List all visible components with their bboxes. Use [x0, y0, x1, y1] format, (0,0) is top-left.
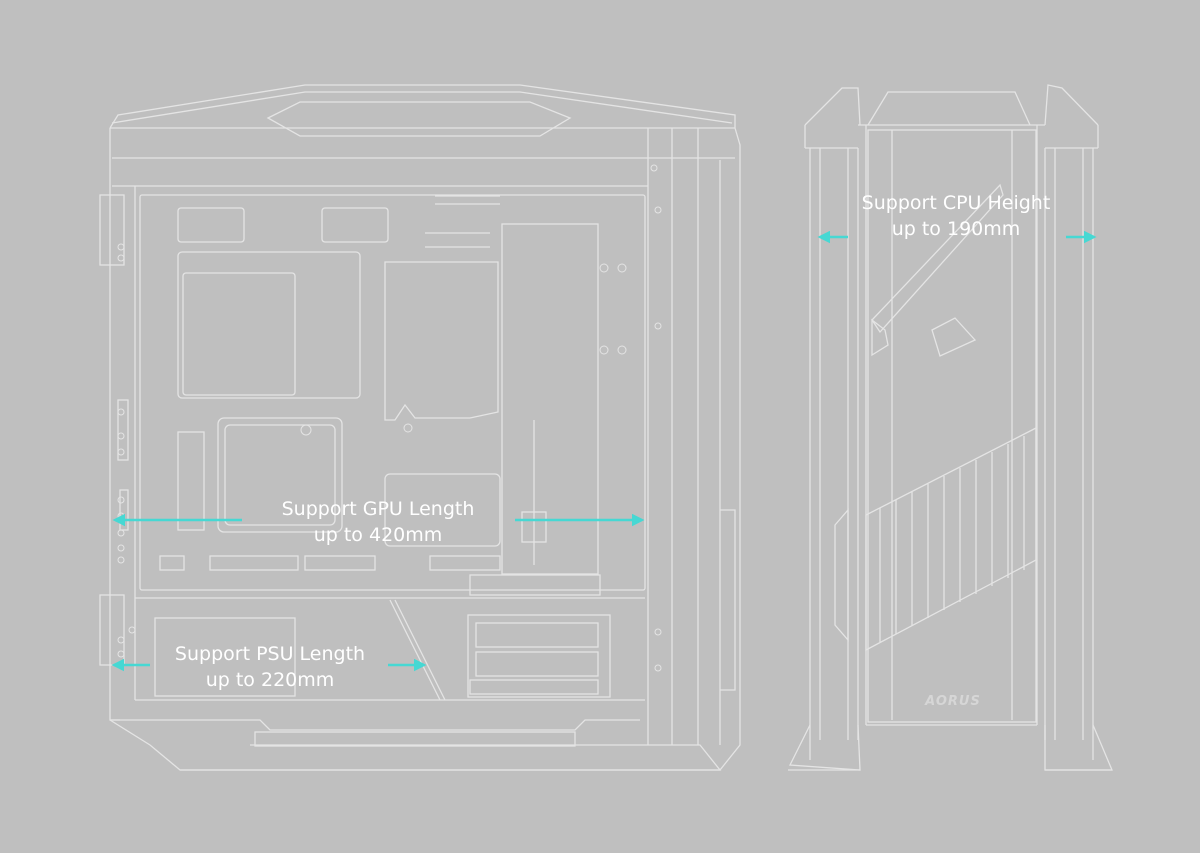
case-front-view: [788, 84, 1113, 771]
brand-logo: AORUS: [925, 694, 981, 709]
measurement-arrows: [111, 230, 1097, 672]
cpu-label-line2: up to 190mm: [891, 218, 1021, 240]
gpu-length-label: Support GPU Length up to 420mm: [258, 496, 498, 548]
cpu-label-line1: Support CPU Height: [861, 192, 1051, 214]
psu-label-line2: up to 220mm: [205, 669, 335, 691]
cpu-height-label: Support CPU Height up to 190mm: [836, 190, 1076, 242]
gpu-label-line2: up to 420mm: [313, 524, 443, 546]
case-side-view: [99, 84, 741, 771]
psu-length-label: Support PSU Length up to 220mm: [150, 641, 390, 693]
psu-label-line1: Support PSU Length: [174, 643, 366, 665]
gpu-label-line1: Support GPU Length: [281, 498, 475, 520]
